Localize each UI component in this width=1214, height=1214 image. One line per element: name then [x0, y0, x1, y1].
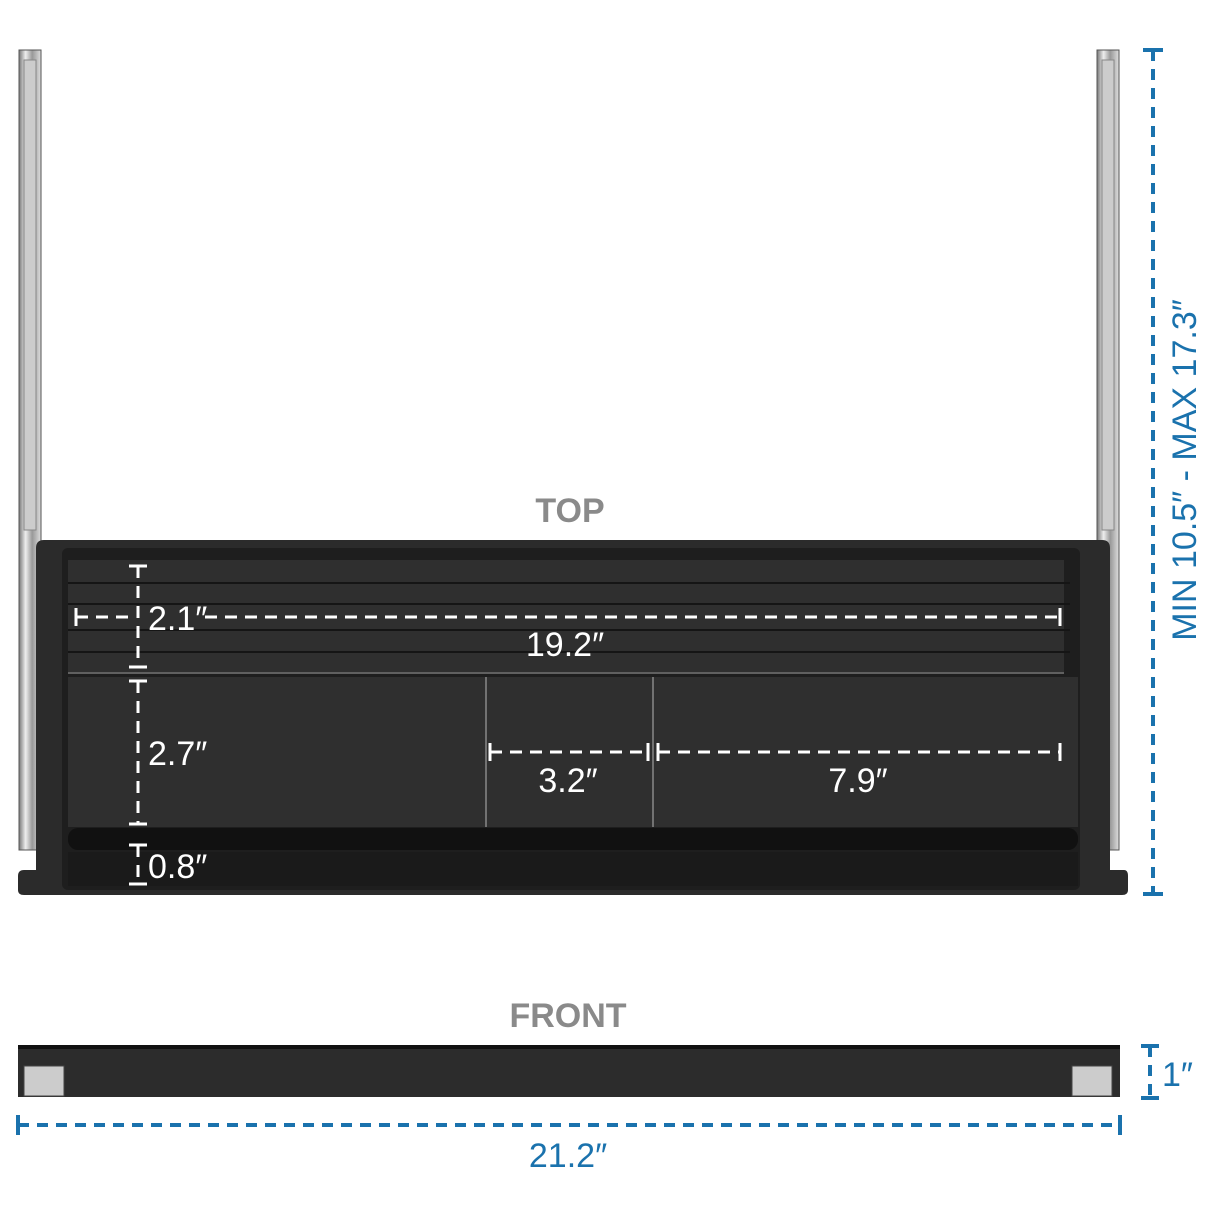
top-view-label: TOP [535, 492, 604, 530]
overall-width-dimension: 21.2″ [16, 1115, 1122, 1175]
left-slide-rail [18, 49, 42, 851]
dim-7-9: 7.9″ [828, 762, 887, 800]
dim-3-2: 3.2″ [538, 762, 597, 800]
dim-2-7: 2.7″ [148, 735, 207, 773]
extension-range-dimension: MIN 10.5″ - MAX 17.3″ [1143, 48, 1204, 896]
dim-2-1: 2.1″ [148, 600, 207, 638]
dim-extension-range: MIN 10.5″ - MAX 17.3″ [1166, 299, 1204, 641]
tray-front-view [18, 1045, 1120, 1097]
inner-dimensions: 2.1″ 19.2″ 2.7″ 3.2″ 7.9″ 0.8″ [74, 564, 1062, 886]
dim-1: 1″ [1162, 1056, 1193, 1094]
dim-21-2: 21.2″ [529, 1137, 607, 1175]
dim-0-8: 0.8″ [148, 848, 207, 886]
tray-top-view [18, 540, 1128, 895]
front-view-label: FRONT [509, 997, 626, 1035]
height-dimension: 1″ [1141, 1044, 1193, 1100]
dim-19-2: 19.2″ [526, 626, 604, 664]
